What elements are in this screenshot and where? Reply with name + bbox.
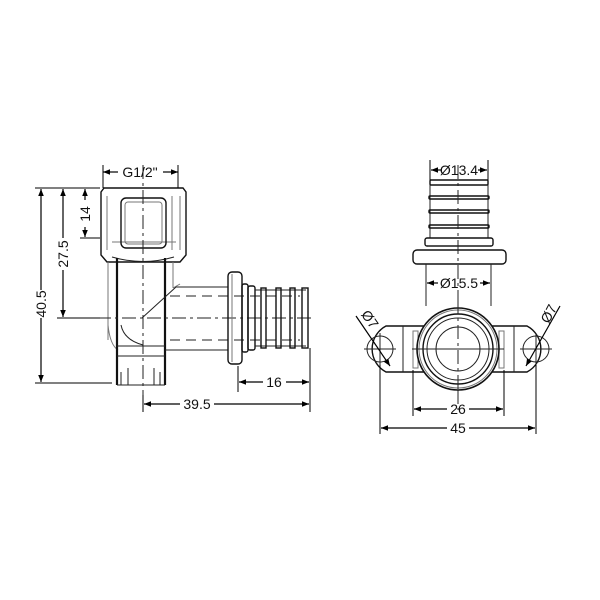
side-view: G1/2" 14 27.5 40.5 16: [33, 164, 315, 412]
dim-body-width: 26: [450, 401, 466, 417]
dim-height-total: 40.5: [33, 290, 49, 317]
side-body: [72, 165, 315, 410]
dim-height-top: 14: [77, 206, 93, 222]
side-outlet: [165, 271, 309, 365]
dim-total-length: 39.5: [183, 396, 210, 412]
dim-spigot-diameter: Ø13.4: [440, 162, 478, 178]
dim-hole-right: Ø7: [537, 301, 560, 325]
dim-spigot-length: 16: [266, 374, 282, 390]
dim-total-width: 45: [450, 420, 466, 436]
front-body: [412, 300, 504, 395]
dim-hole-left: Ø7: [358, 307, 382, 332]
dim-thread: G1/2": [122, 164, 157, 180]
dim-height-center: 27.5: [55, 240, 71, 267]
side-dimensions: G1/2" 14 27.5 40.5 16: [33, 164, 311, 412]
front-dimensions: Ø13.4 Ø15.5 Ø7 Ø7 26 45: [355, 160, 561, 436]
dim-body-diameter: Ø15.5: [440, 275, 478, 291]
front-view: Ø13.4 Ø15.5 Ø7 Ø7 26 45: [355, 160, 561, 436]
